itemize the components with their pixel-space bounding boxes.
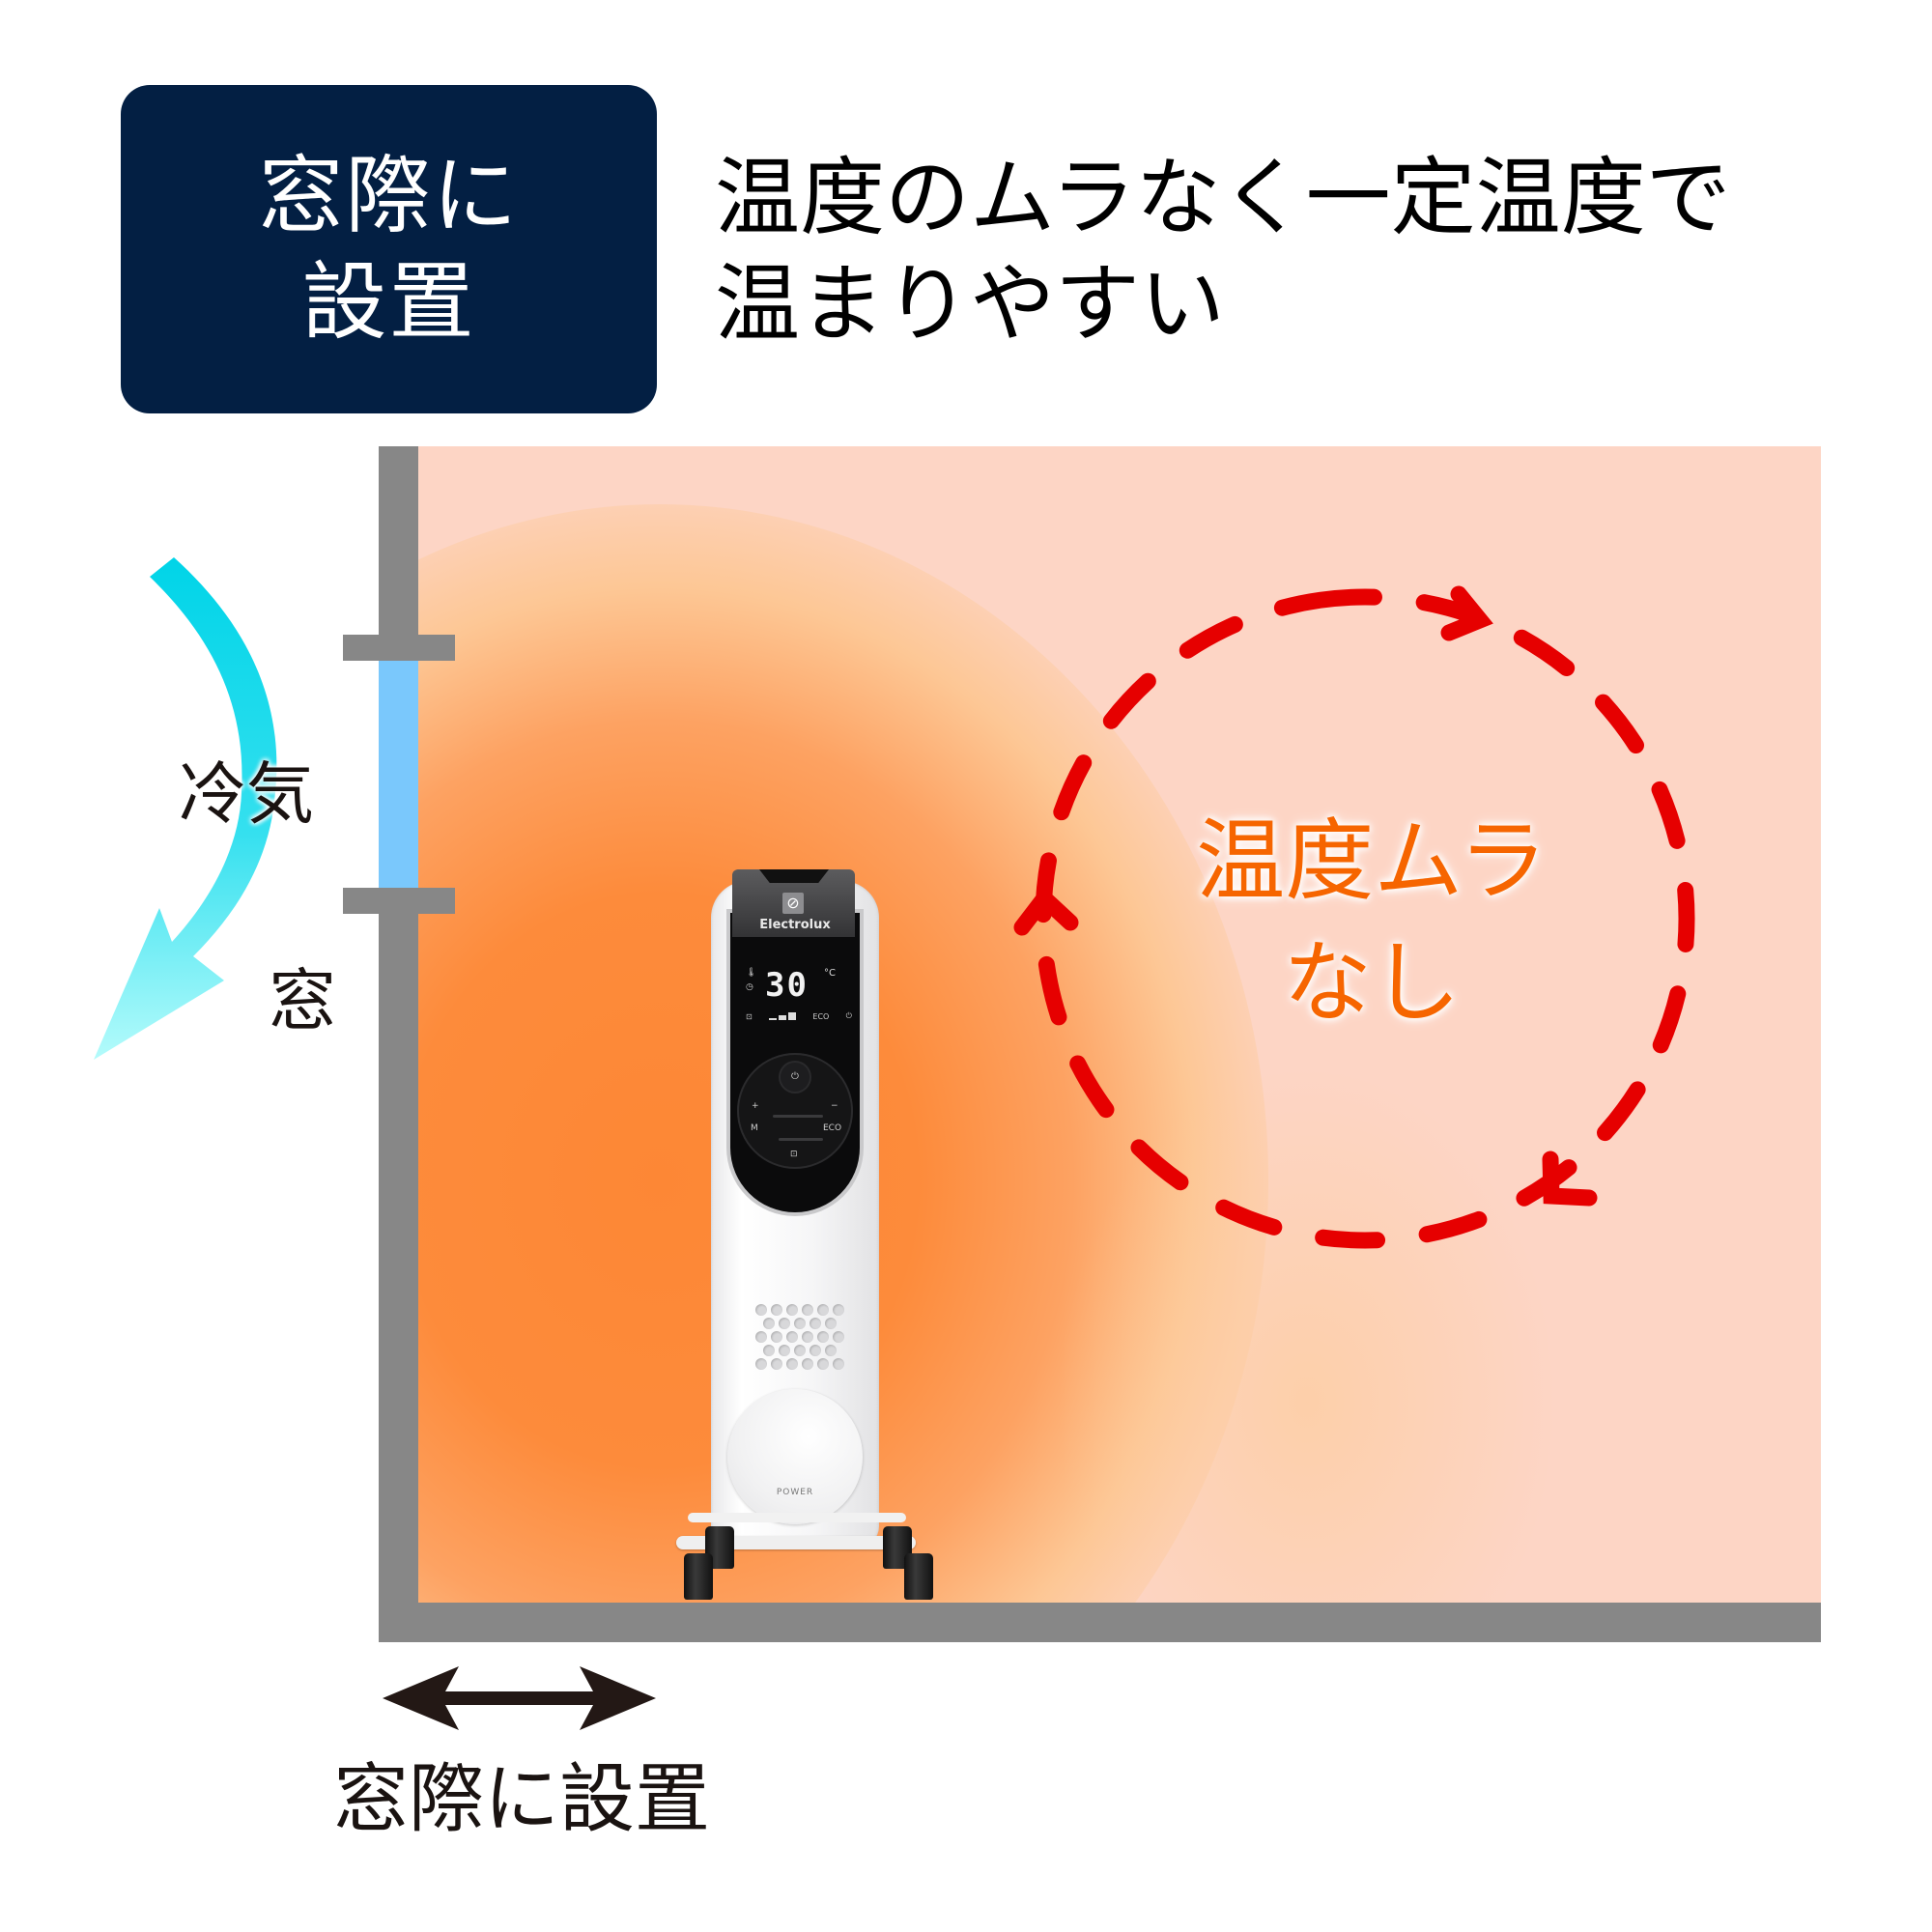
room-interior [418, 446, 1821, 1603]
power-knob [727, 1389, 863, 1524]
dial-minus: − [831, 1101, 838, 1111]
eco-indicator: ECO [812, 1011, 830, 1021]
heater-indicator-row: ⊡ ECO ⏻ [746, 1011, 852, 1021]
no-temperature-unevenness-label: 温度ムラ [1196, 810, 1548, 913]
headline-line-1: 温度のムラなく一定温度で [715, 148, 1731, 247]
heater-handle-notch [759, 869, 829, 883]
headline-line-2: 温まりやすい [715, 254, 1226, 354]
dial-eco: ECO [823, 1123, 842, 1133]
dial-slider-top [773, 1115, 823, 1118]
timer-icon: ◷ [746, 982, 753, 992]
heater-base [676, 1536, 916, 1549]
heater-brand: Electrolux [759, 918, 831, 932]
heater-temperature-display: 30 [765, 966, 809, 1005]
heater-vents [755, 1304, 848, 1370]
wheel-front-left [684, 1553, 713, 1600]
heater-base-upper [688, 1513, 906, 1522]
badge-line-1: 窓際に [258, 146, 520, 245]
cold-air-label: 冷気 [179, 754, 314, 834]
dial-lock-icon: ⊡ [790, 1150, 798, 1159]
lock-icon: ⊡ [746, 1011, 753, 1021]
title-badge: 窓際に 設置 [121, 85, 657, 413]
placement-label: 窓際に設置 [333, 1756, 711, 1843]
wheel-front-right [904, 1553, 933, 1600]
window-label: 窓 [269, 961, 336, 1040]
oil-heater-image: ⊘ Electrolux 🌡 ◷ 30 °C ⊡ ECO ⏻ ⏻ + − M E… [638, 860, 966, 1623]
window-glass [379, 661, 418, 888]
dial-mode: M [751, 1123, 758, 1133]
power-knob-label: POWER [776, 1488, 814, 1497]
no-temperature-unevenness-label-2: なし [1282, 931, 1461, 1035]
heater-temperature-unit: °C [824, 968, 836, 979]
dial-plus: + [752, 1101, 759, 1111]
window-frame-bottom [343, 888, 455, 914]
power-icon: ⏻ [845, 1011, 852, 1020]
badge-line-2: 設置 [301, 252, 476, 352]
thermometer-icon: 🌡 [746, 968, 757, 978]
dial-slider-bottom [779, 1138, 823, 1141]
electrolux-logo-icon: ⊘ [782, 893, 804, 914]
headline: 温度のムラなく一定温度で 温まりやすい [715, 145, 1913, 357]
dial-power-button: ⏻ [781, 1063, 810, 1092]
power-level-icon [769, 1012, 797, 1020]
floor [379, 1603, 1821, 1642]
window-frame-top [343, 635, 455, 661]
